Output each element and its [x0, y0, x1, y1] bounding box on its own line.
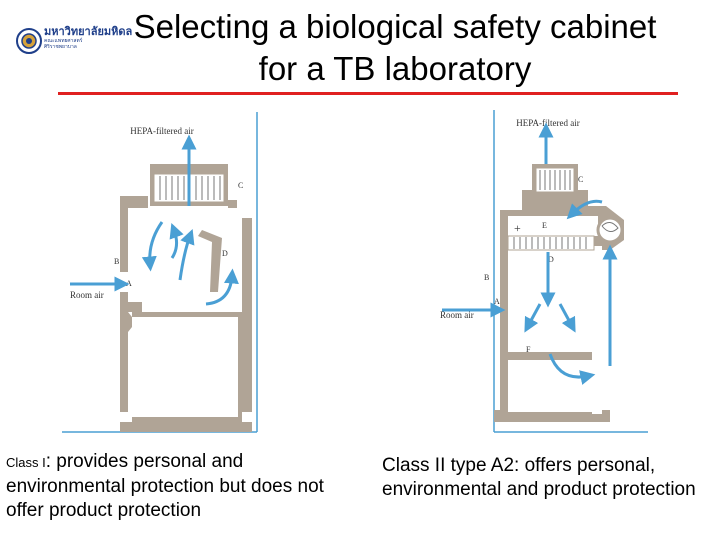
class2-airflow-arrows [442, 122, 618, 385]
class2-top-label: HEPA-filtered air [516, 118, 579, 128]
class2-label-f: F [526, 345, 531, 354]
logo-sub2: ศิริราชพยาบาล [44, 44, 77, 50]
class2-diagram: HEPA-filtered air + C E D B A Room air F [438, 110, 650, 436]
class2-side-label: Room air [440, 310, 474, 320]
title-divider [58, 92, 678, 95]
page-title: Selecting a biological safety cabinet fo… [95, 6, 695, 90]
title-line-2: for a TB laboratory [258, 50, 532, 87]
class2-label-e: E [542, 221, 547, 230]
logo-seal-icon [16, 28, 42, 54]
class2-label-d: D [548, 255, 554, 264]
class1-caption-prefix: Class I [6, 455, 46, 470]
class2-label-c: C [578, 175, 583, 184]
class1-top-label: HEPA-filtered air [130, 126, 193, 136]
class1-label-b: B [114, 257, 119, 266]
class1-airflow-arrows [70, 134, 239, 306]
class1-label-d: D [222, 249, 228, 258]
class1-label-c: C [238, 181, 243, 190]
class2-caption-text: Class II type A2: offers personal, envir… [382, 455, 696, 500]
class1-caption: Class I: provides personal and environme… [6, 450, 351, 523]
title-line-1: Selecting a biological safety cabinet [133, 8, 657, 45]
logo-name: มหาวิทยาลัยมหิดล [44, 25, 133, 38]
blower-fan-icon [596, 216, 624, 244]
class1-caption-text: : provides personal and environmental pr… [6, 451, 324, 521]
class1-side-label: Room air [70, 290, 104, 300]
plus-icon: + [514, 221, 521, 235]
logo-text: มหาวิทยาลัยมหิดล คณะแพทยศาสตร์ ศิริราชพย… [44, 25, 133, 51]
class1-label-a: A [126, 279, 132, 288]
university-logo [16, 28, 42, 54]
class1-diagram: HEPA-filtered air C B D A Room air [62, 112, 262, 434]
class2-label-b: B [484, 273, 489, 282]
class2-caption: Class II type A2: offers personal, envir… [382, 454, 716, 502]
logo-sub1: คณะแพทยศาสตร์ [44, 38, 83, 44]
class2-label-a: A [494, 297, 500, 306]
